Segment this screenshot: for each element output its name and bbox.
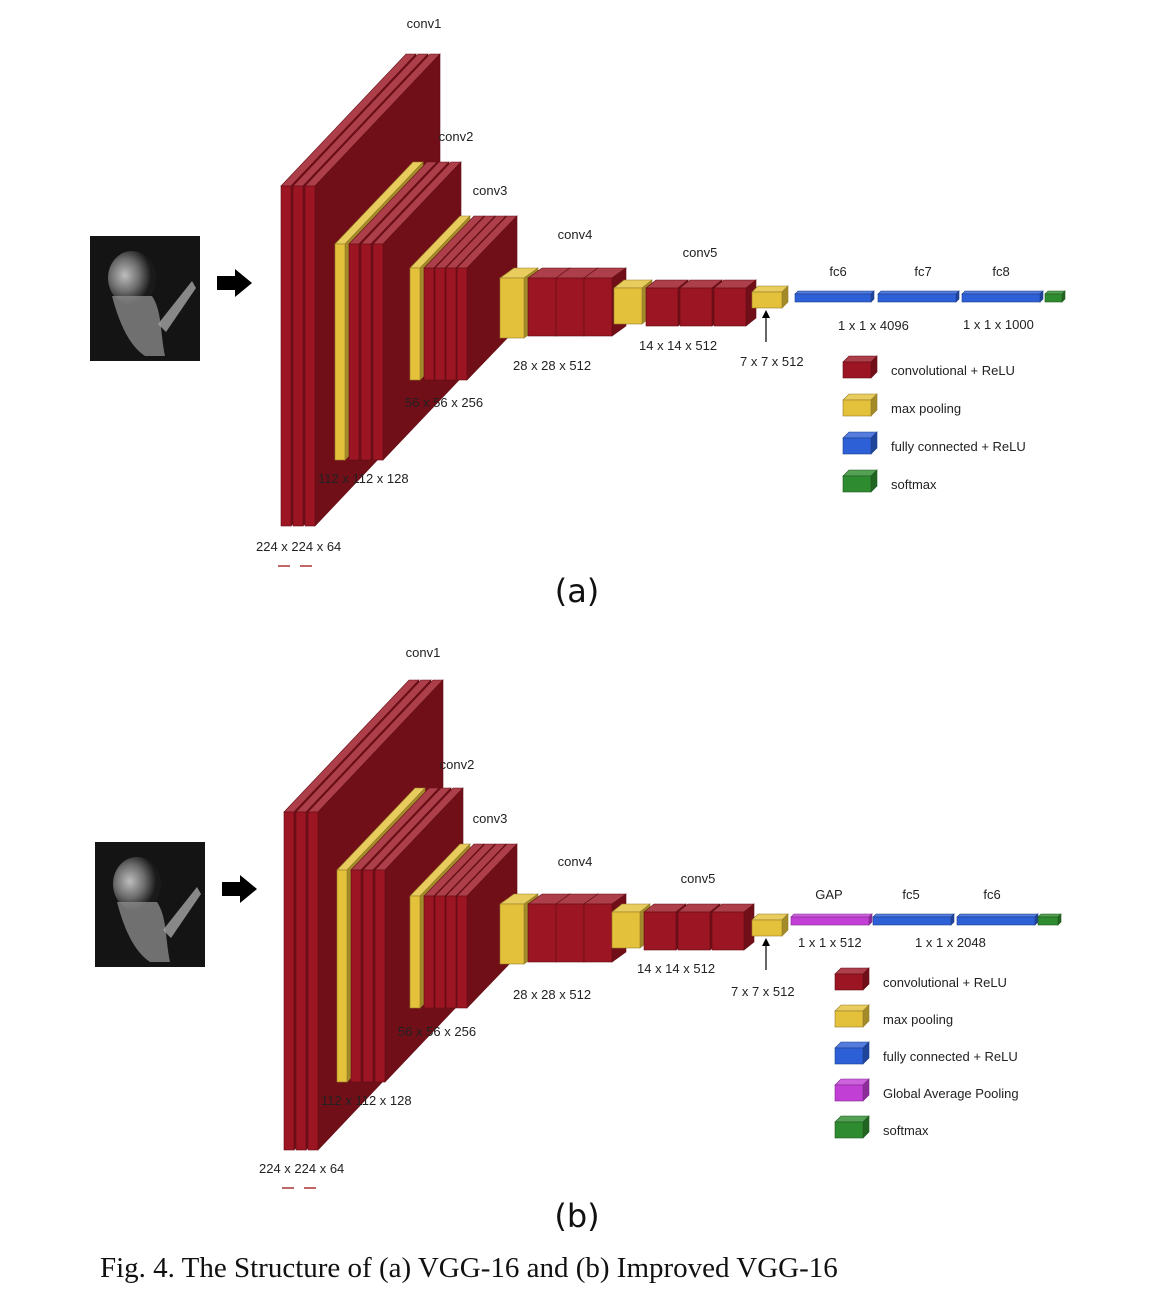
dimension-label: 1 x 1 x 2048 bbox=[915, 935, 986, 950]
layer-label: conv2 bbox=[439, 129, 474, 144]
panel-a-vgg16: conv1 conv2 conv3 conv4 conv5 fc6 fc7 fc8 224 x … bbox=[90, 16, 1066, 610]
layer-label: conv3 bbox=[473, 811, 508, 826]
dimension-label: 1 x 1 x 512 bbox=[798, 935, 862, 950]
input-arrow-icon bbox=[217, 269, 252, 297]
layer-label: fc5 bbox=[902, 887, 919, 902]
layer-label: conv1 bbox=[406, 645, 441, 660]
legend-item: max pooling bbox=[834, 1004, 953, 1028]
conv3-layer bbox=[456, 843, 518, 1009]
panel-sublabel: (b) bbox=[554, 1197, 599, 1235]
dimension-label: 14 x 14 x 512 bbox=[639, 338, 717, 353]
legend-label: fully connected + ReLU bbox=[891, 439, 1026, 454]
layer-label: fc8 bbox=[992, 264, 1009, 279]
figure-caption: Fig. 4. The Structure of (a) VGG-16 and … bbox=[100, 1252, 838, 1284]
input-xray-image bbox=[90, 236, 200, 361]
pool5-layer bbox=[751, 285, 789, 309]
legend-item: softmax bbox=[842, 469, 937, 493]
legend-swatch bbox=[842, 355, 878, 379]
dimension-label: 56 x 56 x 256 bbox=[405, 395, 483, 410]
legend-label: fully connected + ReLU bbox=[883, 1049, 1018, 1064]
pool5-arrowhead-icon bbox=[762, 938, 770, 946]
legend-swatch bbox=[842, 431, 878, 455]
dimension-label: 1 x 1 x 4096 bbox=[838, 318, 909, 333]
legend-label: max pooling bbox=[883, 1012, 953, 1027]
legend-swatch bbox=[834, 967, 870, 991]
layer-label: conv5 bbox=[683, 245, 718, 260]
input-xray-image bbox=[95, 842, 205, 967]
softmax-layer bbox=[1044, 290, 1066, 303]
fc6-layer bbox=[956, 913, 1039, 926]
pool5-layer bbox=[751, 913, 789, 937]
legend-swatch bbox=[834, 1004, 870, 1028]
conv5-layer bbox=[713, 279, 757, 327]
legend-swatch bbox=[834, 1041, 870, 1065]
legend-item: max pooling bbox=[842, 393, 961, 417]
dimension-label: 224 x 224 x 64 bbox=[256, 539, 341, 554]
softmax-layer bbox=[1037, 913, 1062, 926]
legend-item: fully connected + ReLU bbox=[834, 1041, 1018, 1065]
legend-label: softmax bbox=[891, 477, 937, 492]
dimension-label: 28 x 28 x 512 bbox=[513, 987, 591, 1002]
layer-label: GAP bbox=[815, 887, 842, 902]
dimension-label: 224 x 224 x 64 bbox=[259, 1161, 344, 1176]
legend-swatch bbox=[842, 469, 878, 493]
fc8-layer bbox=[961, 290, 1044, 303]
layer-label: conv4 bbox=[558, 227, 593, 242]
layer-label: fc7 bbox=[914, 264, 931, 279]
fc7-layer bbox=[877, 290, 960, 303]
legend-item: Global Average Pooling bbox=[834, 1078, 1019, 1102]
vgg-structure-figure: conv1 conv2 conv3 conv4 conv5 fc6 fc7 fc8 224 x … bbox=[90, 16, 1066, 1235]
input-arrow-icon bbox=[222, 875, 257, 903]
legend-label: Global Average Pooling bbox=[883, 1086, 1019, 1101]
layer-label: conv5 bbox=[681, 871, 716, 886]
dimension-label: 7 x 7 x 512 bbox=[740, 354, 804, 369]
panel-sublabel: (a) bbox=[555, 572, 600, 610]
dimension-label: 1 x 1 x 1000 bbox=[963, 317, 1034, 332]
legend-label: max pooling bbox=[891, 401, 961, 416]
pool4-layer bbox=[611, 903, 651, 949]
layer-label: conv4 bbox=[558, 854, 593, 869]
legend-item: convolutional + ReLU bbox=[842, 355, 1015, 379]
pool5-arrowhead-icon bbox=[762, 310, 770, 318]
dimension-label: 112 x 112 x 128 bbox=[321, 1093, 412, 1108]
fc5-layer bbox=[872, 913, 955, 926]
legend-label: convolutional + ReLU bbox=[891, 363, 1015, 378]
legend-label: softmax bbox=[883, 1123, 929, 1138]
legend-item: convolutional + ReLU bbox=[834, 967, 1007, 991]
fc6-layer bbox=[794, 290, 875, 303]
dimension-label: 14 x 14 x 512 bbox=[637, 961, 715, 976]
conv3-layer bbox=[456, 215, 518, 381]
legend-swatch bbox=[842, 393, 878, 417]
dimension-label: 56 x 56 x 256 bbox=[398, 1024, 476, 1039]
dimension-label: 112 x 112 x 128 bbox=[318, 471, 409, 486]
layer-label: conv3 bbox=[473, 183, 508, 198]
layer-label: conv1 bbox=[407, 16, 442, 31]
dimension-label: 28 x 28 x 512 bbox=[513, 358, 591, 373]
layer-label: fc6 bbox=[983, 887, 1000, 902]
dimension-label: 7 x 7 x 512 bbox=[731, 984, 795, 999]
layer-label: fc6 bbox=[829, 264, 846, 279]
conv5-layer bbox=[711, 903, 755, 951]
legend-label: convolutional + ReLU bbox=[883, 975, 1007, 990]
layer-label: conv2 bbox=[440, 757, 475, 772]
legend-item: fully connected + ReLU bbox=[842, 431, 1026, 455]
legend-swatch bbox=[834, 1078, 870, 1102]
legend-item: softmax bbox=[834, 1115, 929, 1139]
gap-layer bbox=[790, 913, 873, 926]
legend-swatch bbox=[834, 1115, 870, 1139]
